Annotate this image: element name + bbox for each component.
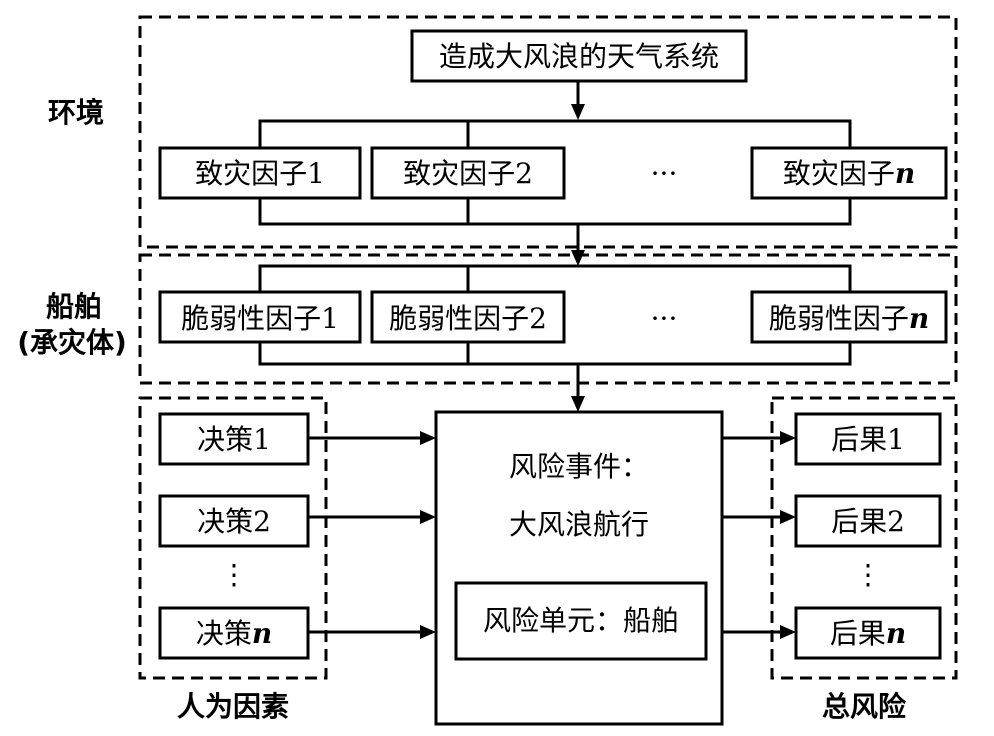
human-factors-region xyxy=(138,396,328,680)
arrow-right-icon xyxy=(780,431,796,445)
ship-sublabel: (承灾体) xyxy=(17,326,127,359)
total-risk-region xyxy=(770,396,958,680)
arrow-down-icon xyxy=(571,396,585,412)
decision-n-box xyxy=(158,606,310,660)
risk-unit-text: 风险单元：船舶 xyxy=(483,604,679,637)
decision-1-text: 决策1 xyxy=(197,423,271,456)
decision-ellipsis: ⋮ xyxy=(220,558,248,591)
hazard-factor-n-text: 致灾因子n xyxy=(783,157,915,190)
arrow-right-icon xyxy=(420,510,436,524)
ship-region xyxy=(138,253,958,385)
consequence-1-text: 后果1 xyxy=(831,423,905,456)
decision-n-text: 决策n xyxy=(196,617,272,650)
weather-system-text: 造成大风浪的天气系统 xyxy=(439,40,719,73)
hazard-factor-n-prefix: 致灾因子 xyxy=(783,157,895,190)
arrow-right-icon xyxy=(780,625,796,639)
hazard-factor-2-box xyxy=(370,146,566,200)
vuln-factor-n-box xyxy=(750,290,948,344)
risk-event-name: 大风浪航行 xyxy=(509,508,649,541)
hazard-bracket-top xyxy=(258,119,852,148)
arrow-down-icon xyxy=(571,250,585,266)
hazard-factor-1-text: 致灾因子1 xyxy=(195,157,325,190)
human-factors-label: 人为因素 xyxy=(177,690,289,723)
decision-n-suffix: n xyxy=(252,617,272,650)
vuln-factor-n-suffix: n xyxy=(909,302,929,335)
hazard-ellipsis: ··· xyxy=(651,157,678,190)
hazard-factor-1-box xyxy=(158,146,362,200)
consequence-n-text: 后果n xyxy=(830,617,906,650)
decision-2-box xyxy=(158,494,310,548)
decision-n-prefix: 决策 xyxy=(196,617,252,650)
arrow-right-icon xyxy=(780,510,796,524)
risk-event-box xyxy=(434,410,724,726)
vuln-bracket-top xyxy=(258,264,852,292)
consequence-2-text: 后果2 xyxy=(831,505,905,538)
vuln-factor-n-prefix: 脆弱性因子 xyxy=(769,302,909,335)
consequence-ellipsis: ⋮ xyxy=(854,558,882,591)
consequence-n-prefix: 后果 xyxy=(830,617,886,650)
decision-2-text: 决策2 xyxy=(197,505,271,538)
consequence-n-box xyxy=(794,606,942,660)
hazard-factor-2-text: 致灾因子2 xyxy=(403,157,533,190)
hazard-factor-n-suffix: n xyxy=(895,157,915,190)
vuln-factor-n-text: 脆弱性因子n xyxy=(769,302,929,335)
environment-region xyxy=(138,15,958,249)
consequence-n-suffix: n xyxy=(886,617,906,650)
risk-unit-box xyxy=(454,581,708,661)
decision-1-box xyxy=(158,412,310,466)
vuln-ellipsis: ··· xyxy=(651,302,678,335)
vuln-factor-1-text: 脆弱性因子1 xyxy=(181,302,339,335)
consequence-1-box xyxy=(794,412,942,466)
vuln-factor-2-box xyxy=(370,290,566,344)
risk-event-title: 风险事件： xyxy=(509,450,649,483)
environment-label: 环境 xyxy=(48,96,104,129)
arrow-down-icon xyxy=(571,104,585,120)
consequence-2-box xyxy=(794,494,942,548)
arrow-right-icon xyxy=(420,625,436,639)
vuln-bracket-bottom xyxy=(258,342,852,366)
vuln-factor-2-text: 脆弱性因子2 xyxy=(389,302,547,335)
vuln-factor-1-box xyxy=(158,290,362,344)
arrow-right-icon xyxy=(420,431,436,445)
hazard-bracket-bottom xyxy=(258,198,852,226)
ship-label: 船舶 xyxy=(46,290,102,323)
hazard-factor-n-box xyxy=(750,146,948,200)
total-risk-label: 总风险 xyxy=(822,690,907,723)
